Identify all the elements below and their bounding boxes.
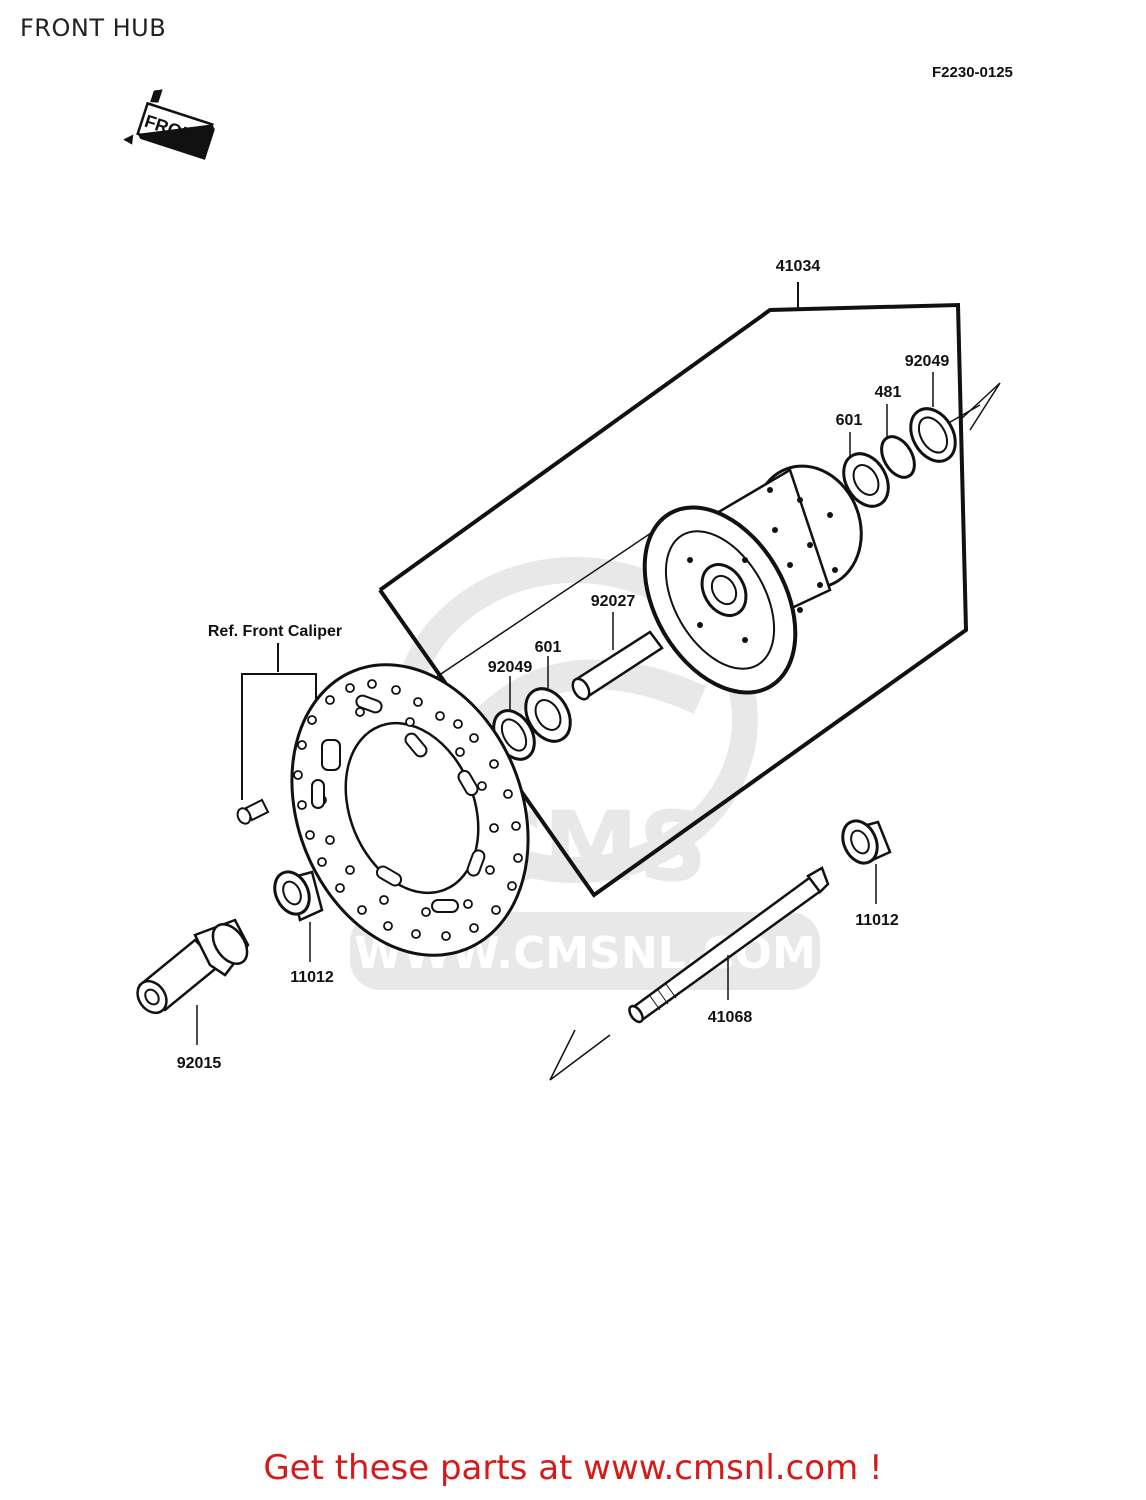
collar-left xyxy=(273,870,324,922)
circlip xyxy=(880,435,916,479)
diagram-code: F2230-0125 xyxy=(932,64,1013,81)
spacer xyxy=(571,630,664,701)
part-label-92049-top[interactable]: 92049 xyxy=(905,353,950,370)
caliper-reference-bracket xyxy=(241,643,317,800)
ref-front-caliper-label[interactable]: Ref. Front Caliper xyxy=(208,623,342,640)
footer: Get these parts at www.cmsnl.com ! xyxy=(0,1448,1146,1488)
bearing-top xyxy=(842,452,890,508)
page-title: FRONT HUB xyxy=(20,14,167,42)
front-direction-badge: FRONT xyxy=(123,89,215,160)
bearing-bottom xyxy=(524,687,572,743)
part-label-92049-bottom[interactable]: 92049 xyxy=(488,659,533,676)
part-label-11012-right[interactable]: 11012 xyxy=(855,912,899,929)
collar-right xyxy=(841,819,892,865)
hub-assembly-outline xyxy=(378,282,969,898)
part-label-481[interactable]: 481 xyxy=(875,384,902,401)
part-label-11012-left[interactable]: 11012 xyxy=(290,969,334,986)
part-label-92015[interactable]: 92015 xyxy=(177,1055,222,1072)
cmsnl-parts-link[interactable]: Get these parts at www.cmsnl.com ! xyxy=(263,1448,883,1488)
part-label-601-top[interactable]: 601 xyxy=(836,412,863,429)
axle-nut xyxy=(136,918,250,1015)
disc-bolt xyxy=(236,798,270,825)
part-label-92027[interactable]: 92027 xyxy=(591,593,636,610)
part-label-41034[interactable]: 41034 xyxy=(776,258,821,275)
part-label-41068[interactable]: 41068 xyxy=(708,1009,753,1026)
brake-disc xyxy=(290,663,530,957)
axle xyxy=(628,866,830,1024)
seal-top xyxy=(909,407,957,463)
part-label-601-bottom[interactable]: 601 xyxy=(535,639,562,656)
axis-line xyxy=(419,382,1001,1081)
hub-body xyxy=(642,464,863,695)
